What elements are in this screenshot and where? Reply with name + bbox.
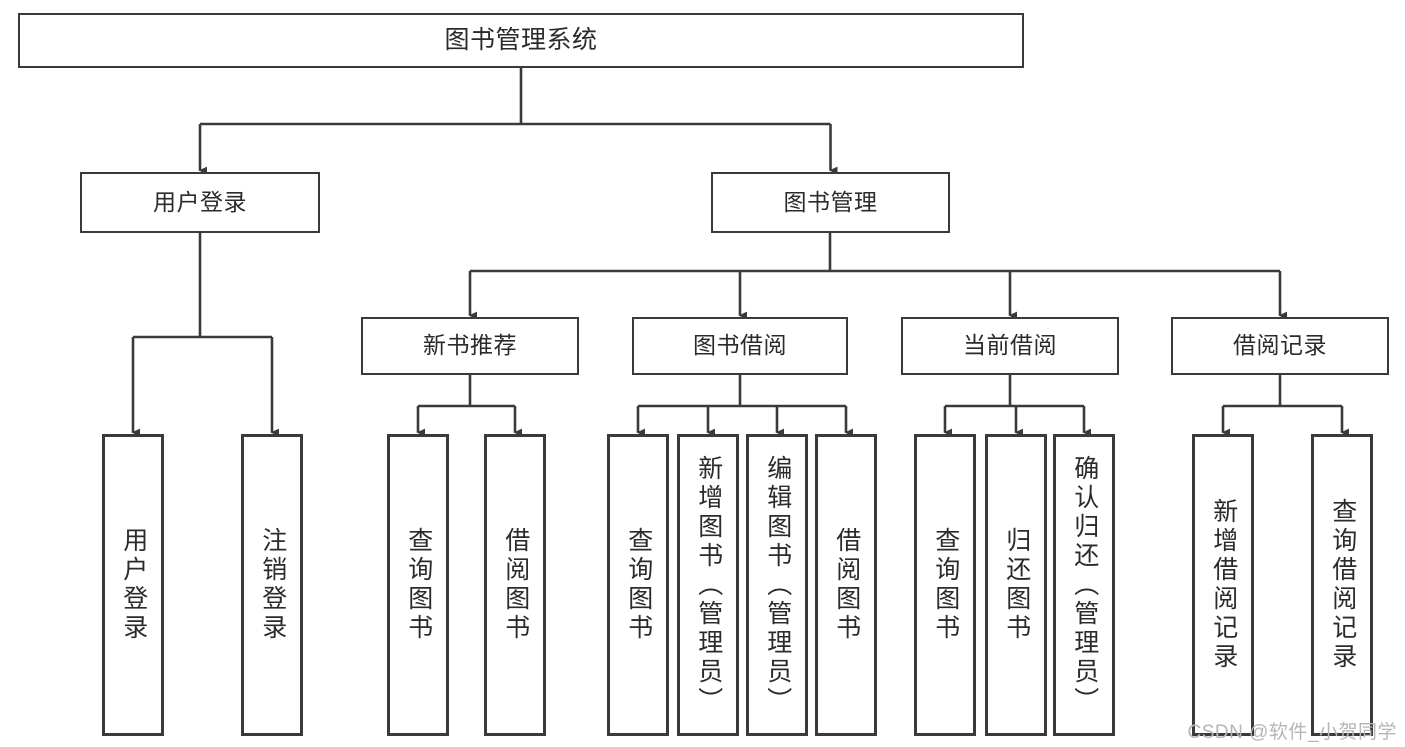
node-label: 查询借阅记录 [1328,498,1357,672]
node-label: 查询图书 [624,527,653,643]
node-book-manage[interactable]: 图书管理 [711,172,950,233]
node-root[interactable]: 图书管理系统 [18,13,1024,68]
node-label: 图书管理系统 [444,25,598,54]
node-borrow-record[interactable]: 借阅记录 [1171,317,1389,375]
node-leaf-confirm-return[interactable]: 确认归还（管理员） [1053,434,1115,736]
node-leaf-edit-book[interactable]: 编辑图书（管理员） [746,434,808,736]
node-label: 图书管理 [783,188,878,215]
watermark-text: CSDN @软件_小贺同学 [1187,722,1397,743]
node-leaf-return-book[interactable]: 归还图书 [985,434,1047,736]
node-leaf-user-logout[interactable]: 注销登录 [241,434,303,736]
node-book-borrow[interactable]: 图书借阅 [632,317,848,375]
node-label: 借阅记录 [1233,332,1327,359]
node-leaf-add-record[interactable]: 新增借阅记录 [1192,434,1254,736]
node-leaf-query-book-1[interactable]: 查询图书 [387,434,449,736]
node-label: 当前借阅 [963,332,1057,359]
node-label: 新书推荐 [423,332,517,359]
node-label: 用户登录 [153,188,247,215]
node-new-book-recommend[interactable]: 新书推荐 [361,317,579,375]
node-leaf-borrow-book-1[interactable]: 借阅图书 [484,434,546,736]
node-label: 确认归还（管理员） [1070,454,1099,716]
node-user-login[interactable]: 用户登录 [80,172,320,233]
node-label: 新增图书（管理员） [694,454,723,716]
node-label: 图书借阅 [693,332,787,359]
node-leaf-borrow-book-2[interactable]: 借阅图书 [815,434,877,736]
node-current-borrow[interactable]: 当前借阅 [901,317,1119,375]
node-label: 归还图书 [1002,527,1031,643]
node-label: 查询图书 [404,527,433,643]
node-leaf-user-login[interactable]: 用户登录 [102,434,164,736]
node-leaf-add-book[interactable]: 新增图书（管理员） [677,434,739,736]
node-leaf-query-book-3[interactable]: 查询图书 [914,434,976,736]
node-label: 借阅图书 [501,527,530,643]
node-leaf-query-book-2[interactable]: 查询图书 [607,434,669,736]
connector-lines [131,68,1350,437]
node-label: 借阅图书 [832,527,861,643]
node-label: 注销登录 [258,527,287,643]
node-leaf-query-record[interactable]: 查询借阅记录 [1311,434,1373,736]
node-label: 用户登录 [119,527,148,643]
node-label: 查询图书 [931,527,960,643]
node-label: 新增借阅记录 [1209,498,1238,672]
node-label: 编辑图书（管理员） [763,454,792,716]
